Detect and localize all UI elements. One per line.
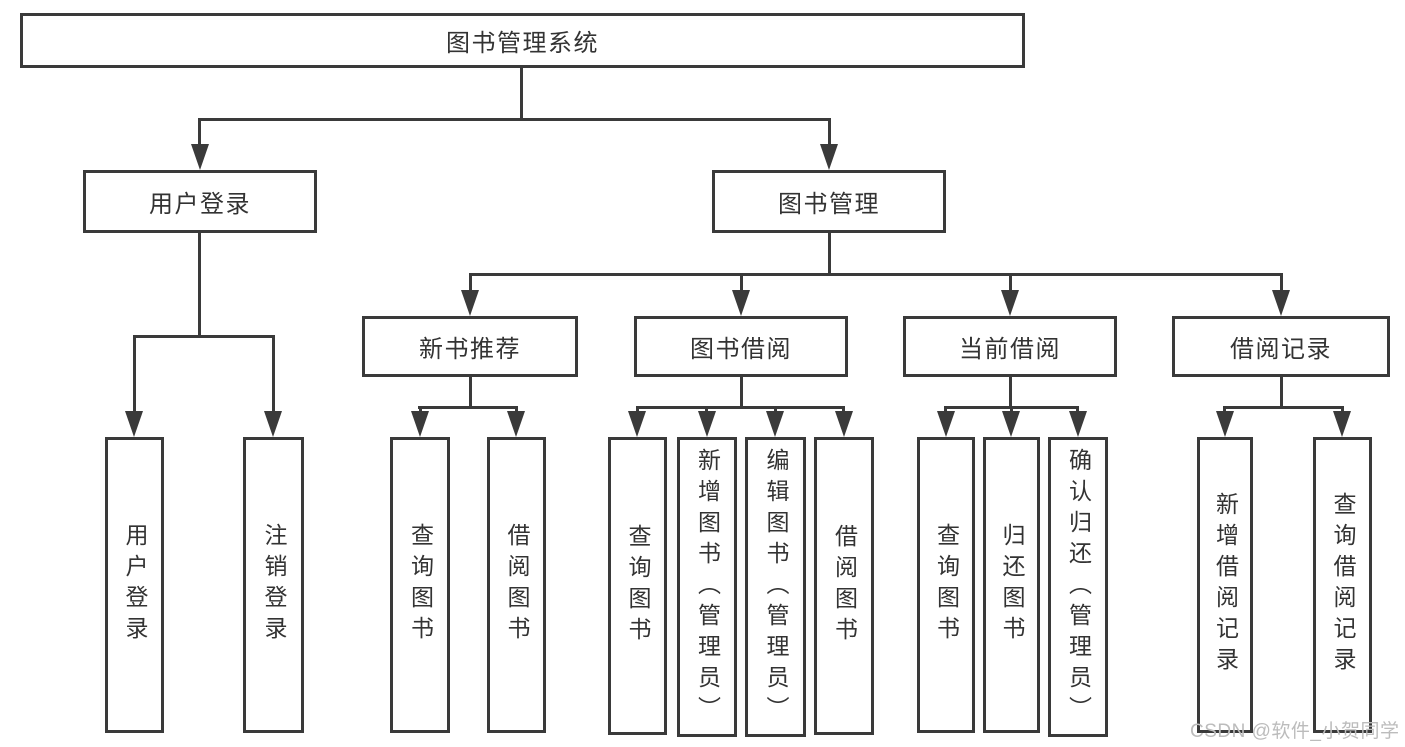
connector-line [469,273,472,297]
connector-line [828,118,831,152]
leaf-borrow-add-books-admin: 新增图书（管理员） [677,437,737,737]
arrowhead-icon [264,411,282,437]
leaf-recommend-query-books: 查询图书 [390,437,450,733]
arrowhead-icon [1216,411,1234,437]
connector-line [520,68,523,118]
leaf-borrow-edit-books-admin: 编辑图书（管理员） [745,437,806,737]
connector-line [1009,377,1012,406]
leaf-label: 用户登录 [122,523,148,647]
arrowhead-icon [1069,411,1087,437]
leaf-label: 查询借阅记录 [1330,492,1356,678]
leaf-borrow-borrow-books: 借阅图书 [814,437,874,735]
leaf-logout: 注销登录 [243,437,304,733]
leaf-records-query-record: 查询借阅记录 [1313,437,1372,733]
leaf-label: 归还图书 [999,523,1025,647]
leaf-label: 查询图书 [625,524,651,648]
connector-line [740,273,743,297]
leaf-label: 查询图书 [933,523,960,647]
arrowhead-icon [820,144,838,170]
leaf-label: 编辑图书（管理员） [763,447,789,727]
connector-line [1009,273,1012,297]
connector-line [636,406,845,409]
leaf-borrow-query-books: 查询图书 [608,437,667,735]
connector-line [740,377,743,406]
node-book-borrowing: 图书借阅 [634,316,848,377]
leaf-label: 确认归还（管理员） [1065,447,1092,727]
arrowhead-icon [937,411,955,437]
leaf-current-confirm-return-admin: 确认归还（管理员） [1048,437,1108,737]
node-library-management-system: 图书管理系统 [20,13,1025,68]
arrowhead-icon [191,144,209,170]
arrowhead-icon [835,411,853,437]
arrowhead-icon [698,411,716,437]
leaf-label: 借阅图书 [504,523,530,647]
node-current-borrowing: 当前借阅 [903,316,1117,377]
arrowhead-icon [766,411,784,437]
leaf-label: 借阅图书 [831,524,858,648]
connector-line [1280,273,1283,297]
leaf-label: 注销登录 [261,523,287,647]
connector-line [1223,406,1343,409]
connector-line [469,377,472,406]
connector-line [133,335,275,338]
node-user-login: 用户登录 [83,170,317,233]
arrowhead-icon [1002,411,1020,437]
watermark-text: CSDN @软件_小贺同学 [1190,721,1400,742]
node-borrowing-records: 借阅记录 [1172,316,1390,377]
arrowhead-icon [411,411,429,437]
connector-line [469,273,1283,276]
leaf-user-login: 用户登录 [105,437,164,733]
connector-line [133,335,136,415]
node-book-management: 图书管理 [712,170,946,233]
connector-line [272,335,275,415]
arrowhead-icon [461,290,479,316]
connector-line [418,406,518,409]
connector-line [198,233,201,335]
connector-line [828,233,831,273]
connector-line [1280,377,1283,406]
leaf-label: 新增图书（管理员） [694,447,721,727]
node-new-book-recommendation: 新书推荐 [362,316,578,377]
connector-line [198,118,831,121]
leaf-label: 查询图书 [407,523,434,647]
arrowhead-icon [125,411,143,437]
leaf-current-return-books: 归还图书 [983,437,1040,733]
leaf-recommend-borrow-books: 借阅图书 [487,437,546,733]
arrowhead-icon [507,411,525,437]
leaf-label: 新增借阅记录 [1212,492,1239,678]
arrowhead-icon [1001,290,1019,316]
leaf-current-query-books: 查询图书 [917,437,975,733]
arrowhead-icon [628,411,646,437]
arrowhead-icon [732,290,750,316]
arrowhead-icon [1333,411,1351,437]
leaf-records-add-record: 新增借阅记录 [1197,437,1253,733]
connector-line [198,118,201,152]
arrowhead-icon [1272,290,1290,316]
